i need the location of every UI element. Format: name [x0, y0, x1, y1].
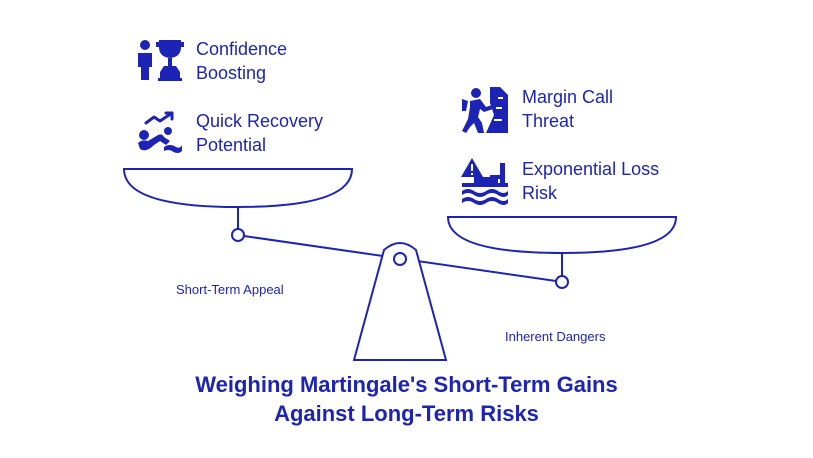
person-trophy-icon	[138, 40, 184, 81]
item-label: Exponential Loss Risk	[522, 159, 660, 203]
right-joint	[555, 275, 569, 289]
title-line-2: Against Long-Term Risks	[274, 401, 539, 426]
trend-swimmer-icon	[138, 111, 182, 153]
right-pan	[446, 216, 678, 255]
item-label: Quick Recovery Potential	[196, 111, 324, 155]
climber-icon	[462, 87, 508, 133]
item-quick-recovery: Quick Recovery Potential	[136, 109, 323, 157]
title-line-1: Weighing Martingale's Short-Term Gains	[195, 372, 618, 397]
warning-flood-icon	[461, 158, 508, 205]
item-confidence-boosting: Confidence Boosting	[136, 37, 287, 85]
pivot	[393, 252, 407, 266]
item-label: Margin Call Threat	[522, 87, 614, 131]
left-joint	[231, 228, 245, 242]
short-term-appeal-label: Short-Term Appeal	[176, 282, 284, 297]
item-exponential-loss-risk: Exponential Loss Risk	[460, 157, 659, 205]
diagram-title: Weighing Martingale's Short-Term Gains A…	[0, 370, 813, 428]
fulcrum	[352, 242, 448, 361]
left-pan	[122, 168, 354, 209]
item-label: Confidence Boosting	[196, 39, 288, 83]
item-margin-call-threat: Margin Call Threat	[460, 85, 613, 133]
inherent-dangers-label: Inherent Dangers	[505, 329, 606, 344]
